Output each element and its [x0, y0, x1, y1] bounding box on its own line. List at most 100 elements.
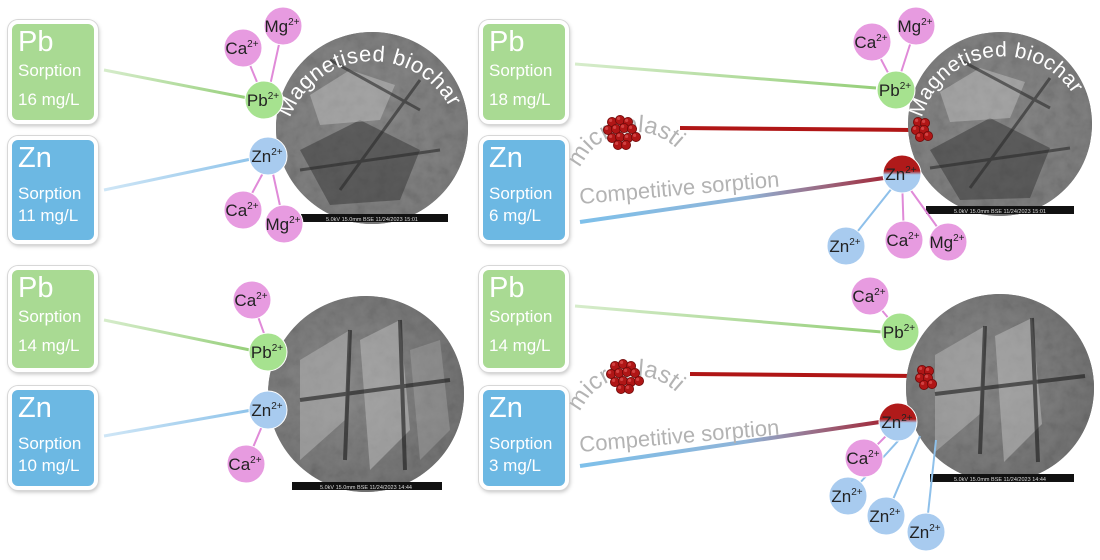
microplastic-particle-highlight — [926, 368, 929, 371]
microplastic-particle-highlight — [636, 378, 639, 381]
ion-symbol: Zn — [829, 237, 849, 256]
ion-symbol: Zn — [885, 165, 905, 184]
ion-charge: 2+ — [900, 81, 912, 92]
microplastic-particle-highlight — [919, 367, 922, 370]
microplastic-particle — [927, 379, 936, 388]
ion-symbol: Pb — [251, 343, 272, 362]
microplastic-particle-highlight — [925, 375, 928, 378]
microplastic-particle — [624, 384, 633, 393]
ion-symbol: Pb — [883, 323, 904, 342]
ion-charge: 2+ — [876, 33, 888, 44]
microplastic-particle — [634, 376, 643, 385]
zn-ion: Zn2+ — [867, 497, 905, 535]
microplastic-particle-highlight — [628, 379, 631, 382]
microplastic-particle-highlight — [615, 142, 618, 145]
ion-symbol: Pb — [879, 81, 900, 100]
ion-symbol: Ca — [852, 287, 874, 306]
zn-ion: Zn2+ — [249, 137, 287, 175]
microplastic-particle-highlight — [922, 120, 925, 123]
ion-charge: 2+ — [953, 233, 965, 244]
mg-ion: Mg2+ — [264, 7, 302, 45]
ion-symbol: Ca — [234, 291, 256, 310]
microplastic-particle-highlight — [925, 133, 928, 136]
ion-charge: 2+ — [889, 507, 901, 518]
microplastic-particle-highlight — [917, 375, 920, 378]
microplastic-particle — [621, 140, 630, 149]
microplastic-particle-highlight — [921, 382, 924, 385]
ion-symbol: Mg — [264, 17, 288, 36]
ion-charge: 2+ — [250, 455, 262, 466]
microplastic-cluster — [606, 359, 643, 393]
sem-footer: 5.0kV 15.0mm BSE 11/24/2023 14:44 — [320, 485, 412, 491]
microplastic-particle-highlight — [632, 370, 635, 373]
ion-charge: 2+ — [247, 39, 259, 50]
ion-symbol: Zn — [831, 487, 851, 506]
microplastic-particle-highlight — [620, 378, 623, 381]
ion-charge: 2+ — [289, 215, 301, 226]
microplastic-particle-highlight — [612, 379, 615, 382]
microplastic-particle-highlight — [613, 126, 616, 129]
zn-ion: Zn2+ — [907, 513, 945, 551]
zn-ion: Zn2+ — [249, 391, 287, 429]
microplastic-particle-highlight — [608, 371, 611, 374]
microplastic-particle-highlight — [921, 127, 924, 130]
ion-charge: 2+ — [271, 147, 283, 158]
ion-charge: 2+ — [921, 17, 933, 28]
ion-symbol: Zn — [251, 401, 271, 420]
microplastic-particle-highlight — [620, 361, 623, 364]
pb-ion: Pb2+ — [877, 71, 915, 109]
ion-symbol: Ca — [225, 39, 247, 58]
microplastic-particle-highlight — [629, 126, 632, 129]
sem-footer: 5.0kV 15.0mm BSE 11/24/2023 15:01 — [954, 209, 1046, 215]
ion-symbol: Mg — [897, 17, 921, 36]
zn-ion: Zn2+ — [879, 403, 917, 441]
ion-symbol: Ca — [854, 33, 876, 52]
ion-charge: 2+ — [929, 523, 941, 534]
microplastic-particle-highlight — [913, 127, 916, 130]
ion-charge: 2+ — [868, 449, 880, 460]
ion-symbol: Ca — [225, 201, 247, 220]
microplastic-particle-highlight — [625, 135, 628, 138]
microplastic-particle-highlight — [618, 386, 621, 389]
microplastic-particle-highlight — [609, 135, 612, 138]
ion-charge: 2+ — [271, 401, 283, 412]
sem-image-biochar-1 — [268, 296, 464, 492]
ca-ion: Ca2+ — [885, 221, 923, 259]
sem-footer: 5.0kV 15.0mm BSE 11/24/2023 14:44 — [954, 477, 1046, 483]
ca-ion: Ca2+ — [224, 29, 262, 67]
sem-footer: 5.0kV 15.0mm BSE 11/24/2023 15:01 — [326, 217, 418, 223]
microplastic-particle — [923, 131, 932, 140]
ion-symbol: Ca — [846, 449, 868, 468]
ion-charge: 2+ — [256, 291, 268, 302]
ca-ion: Ca2+ — [224, 191, 262, 229]
ion-charge: 2+ — [901, 413, 913, 424]
ion-symbol: Pb — [247, 91, 268, 110]
pb-ion: Pb2+ — [249, 333, 287, 371]
ca-ion: Ca2+ — [845, 439, 883, 477]
ion-charge: 2+ — [288, 17, 300, 28]
ion-charge: 2+ — [874, 287, 886, 298]
ion-symbol: Mg — [265, 215, 289, 234]
competitive-sorption-label: Competitive sorption — [578, 167, 780, 209]
ion-symbol: Zn — [251, 147, 271, 166]
microplastic-particle-highlight — [929, 381, 932, 384]
microplastic-particle-highlight — [623, 142, 626, 145]
microplastic-particle-highlight — [621, 125, 624, 128]
ion-charge: 2+ — [904, 323, 916, 334]
zn-ion: Zn2+ — [827, 227, 865, 265]
ion-charge: 2+ — [268, 91, 280, 102]
ion-symbol: Ca — [886, 231, 908, 250]
microplastic-particle-highlight — [617, 134, 620, 137]
ion-symbol: Ca — [228, 455, 250, 474]
ion-charge: 2+ — [908, 231, 920, 242]
mg-ion: Mg2+ — [897, 7, 935, 45]
ca-ion: Ca2+ — [851, 277, 889, 315]
ca-ion: Ca2+ — [233, 281, 271, 319]
ion-symbol: Zn — [881, 413, 901, 432]
zn-ion: Zn2+ — [883, 155, 921, 193]
zn-ion: Zn2+ — [829, 477, 867, 515]
microplastic-particle-highlight — [917, 134, 920, 137]
microplastic-particle-highlight — [633, 134, 636, 137]
ion-symbol: Zn — [869, 507, 889, 526]
